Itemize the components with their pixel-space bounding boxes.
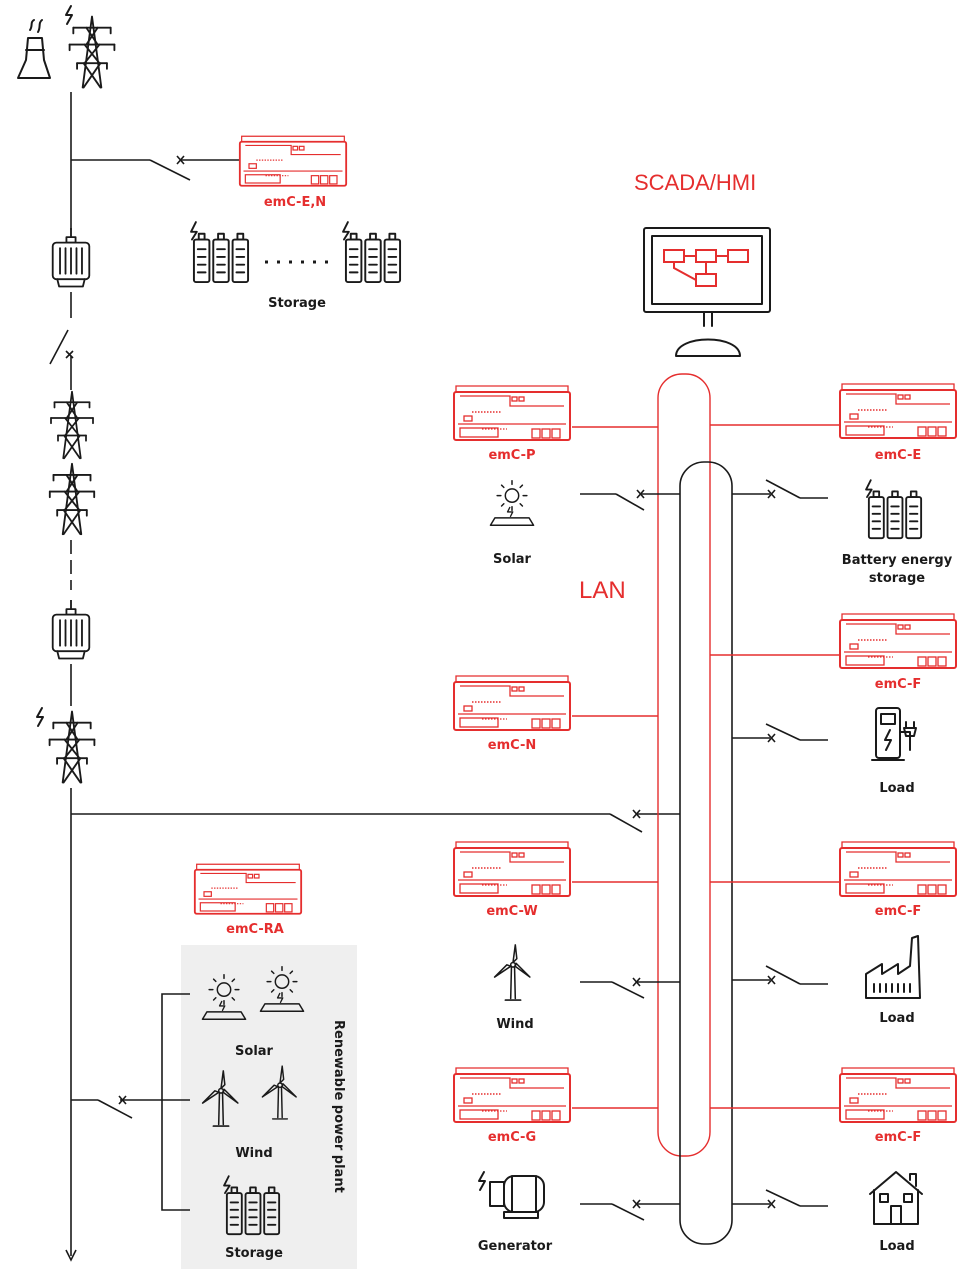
lan-ring [657,373,711,1157]
solar-icon [489,479,535,527]
house-icon [869,1171,923,1225]
generator-icon [478,1171,545,1219]
label-battery-2: storage [869,571,925,586]
device-label-emc-en: emC-E,N [264,195,326,210]
label-storage-plant: Storage [225,1246,283,1261]
label-lan: LAN [579,577,626,604]
label-wind-right: Wind [496,1017,533,1032]
pylon-icon [50,390,94,460]
factory-icon [865,935,921,999]
lightning-icon [36,707,44,727]
emc-device [238,135,348,187]
transformer-icon [51,228,91,288]
battery-icon [865,479,923,540]
renewable-plant-box [181,945,357,1269]
label-battery-1: Battery energy [842,553,953,568]
device-label-emc-f2: emC-F [875,904,921,919]
monitor-icon [643,227,771,357]
emc-device [453,675,571,731]
label-plant-title: Renewable power plant [331,1020,346,1193]
power-bus-ring [679,461,733,1245]
label-load-ev: Load [879,781,914,796]
label-load-house: Load [879,1239,914,1254]
label-generator: Generator [478,1239,553,1254]
label-solar-plant: Solar [235,1044,274,1059]
emc-device [839,613,957,669]
switch-icon [49,329,69,365]
battery-icon [342,221,402,284]
label-scada: SCADA/HMI [634,170,756,195]
pylon-icon [68,15,116,89]
emc-device [193,863,303,915]
device-label-emc-g: emC-G [488,1130,536,1145]
emc-device [839,1067,957,1123]
device-label-emc-ra: emC-RA [226,922,284,937]
label-solar-right: Solar [493,552,532,567]
emc-device [453,1067,571,1123]
transformer-icon [51,600,91,660]
power-plant-icon [17,19,51,79]
device-label-emc-w: emC-W [486,904,537,919]
battery-icon [190,221,250,284]
ev-charger-icon [871,707,917,761]
lightning-icon [65,5,73,25]
device-label-emc-p: emC-P [488,448,535,463]
device-label-emc-f1: emC-F [875,677,921,692]
device-label-emc-e: emC-E [875,448,921,463]
arrow-down-icon [65,1249,77,1262]
emc-device [839,841,957,897]
label-storage-top: Storage [268,296,326,311]
breaker-x-icon [176,155,185,165]
emc-device [453,385,571,441]
emc-device [839,383,957,439]
emc-device [453,841,571,897]
label-wind-plant: Wind [235,1146,272,1161]
label-load-factory: Load [879,1011,914,1026]
network-topology-icon [663,249,749,287]
pylon-icon [48,462,96,536]
pylon-icon [48,710,96,784]
wind-turbine-icon [493,944,531,1001]
device-label-emc-n: emC-N [488,738,536,753]
device-label-emc-f3: emC-F [875,1130,921,1145]
